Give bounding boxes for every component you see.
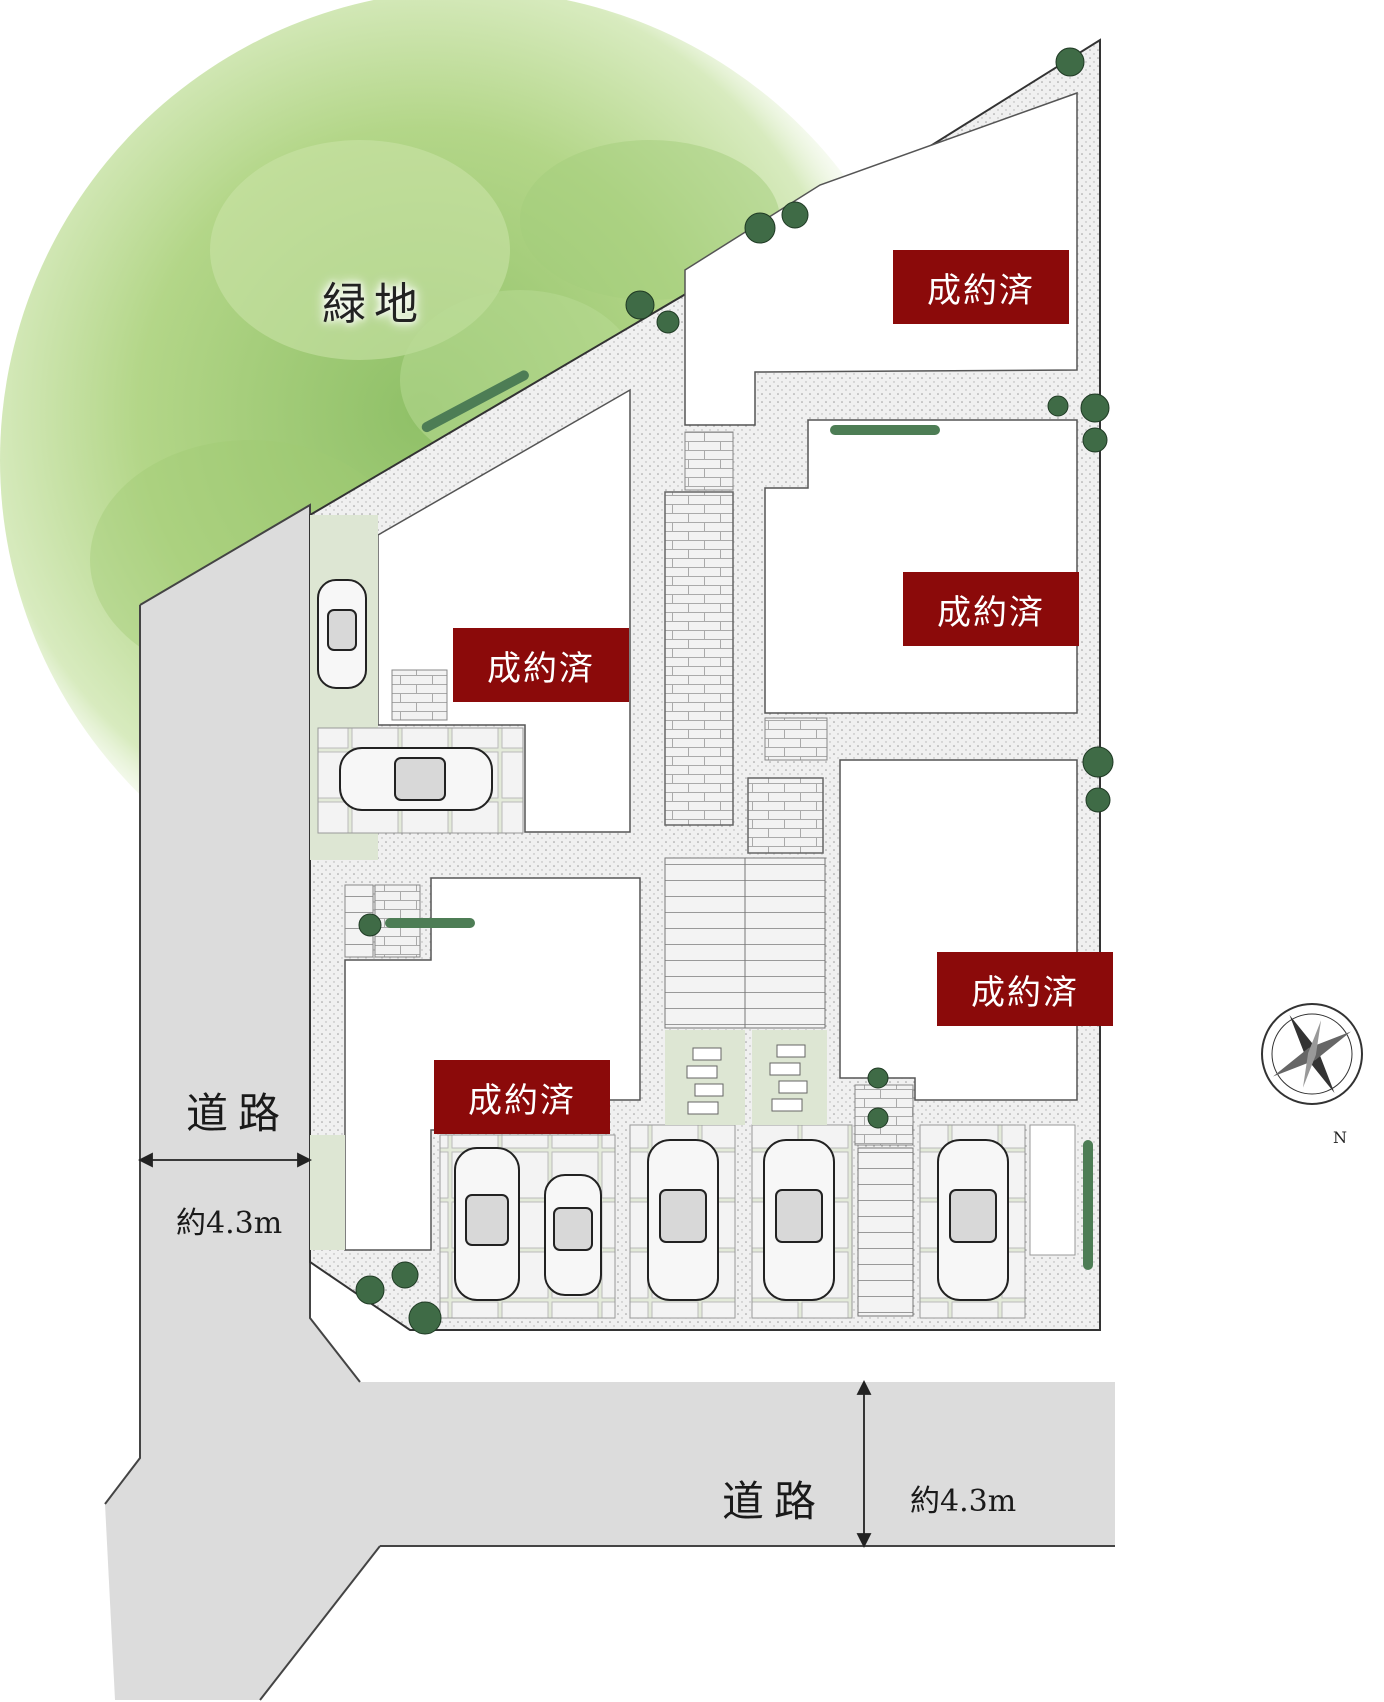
- road-west-width: 約4.3m: [176, 1206, 283, 1241]
- road-west-surface: [105, 505, 1115, 1700]
- central-walkway: [664, 491, 734, 826]
- lot-central-west-status[interactable]: 成約済: [453, 628, 629, 702]
- road-south-name: 道路: [722, 1477, 827, 1526]
- shrubs: [355, 47, 1114, 1335]
- lot-north-east-status[interactable]: 成約済: [893, 250, 1069, 324]
- dimension-lines: [137, 1152, 872, 1549]
- building-south-east: [839, 759, 1078, 1101]
- lot-central-east-status[interactable]: 成約済: [903, 572, 1079, 646]
- stepping-stones: [686, 1044, 808, 1115]
- lot-south-east-status[interactable]: 成約済: [937, 952, 1113, 1026]
- road-west-name: 道路: [186, 1089, 291, 1138]
- green-area-label: 緑地: [322, 279, 426, 330]
- hedges: [385, 370, 1093, 1270]
- lot-south-west-status[interactable]: 成約済: [434, 1060, 610, 1134]
- cars: [317, 579, 1009, 1301]
- road-south-width: 約4.3m: [910, 1484, 1017, 1519]
- building-central-east: [764, 419, 1078, 714]
- building-north-east: [684, 91, 1078, 426]
- compass-north-label: N: [1333, 1128, 1347, 1147]
- compass-rose: [1261, 1003, 1363, 1105]
